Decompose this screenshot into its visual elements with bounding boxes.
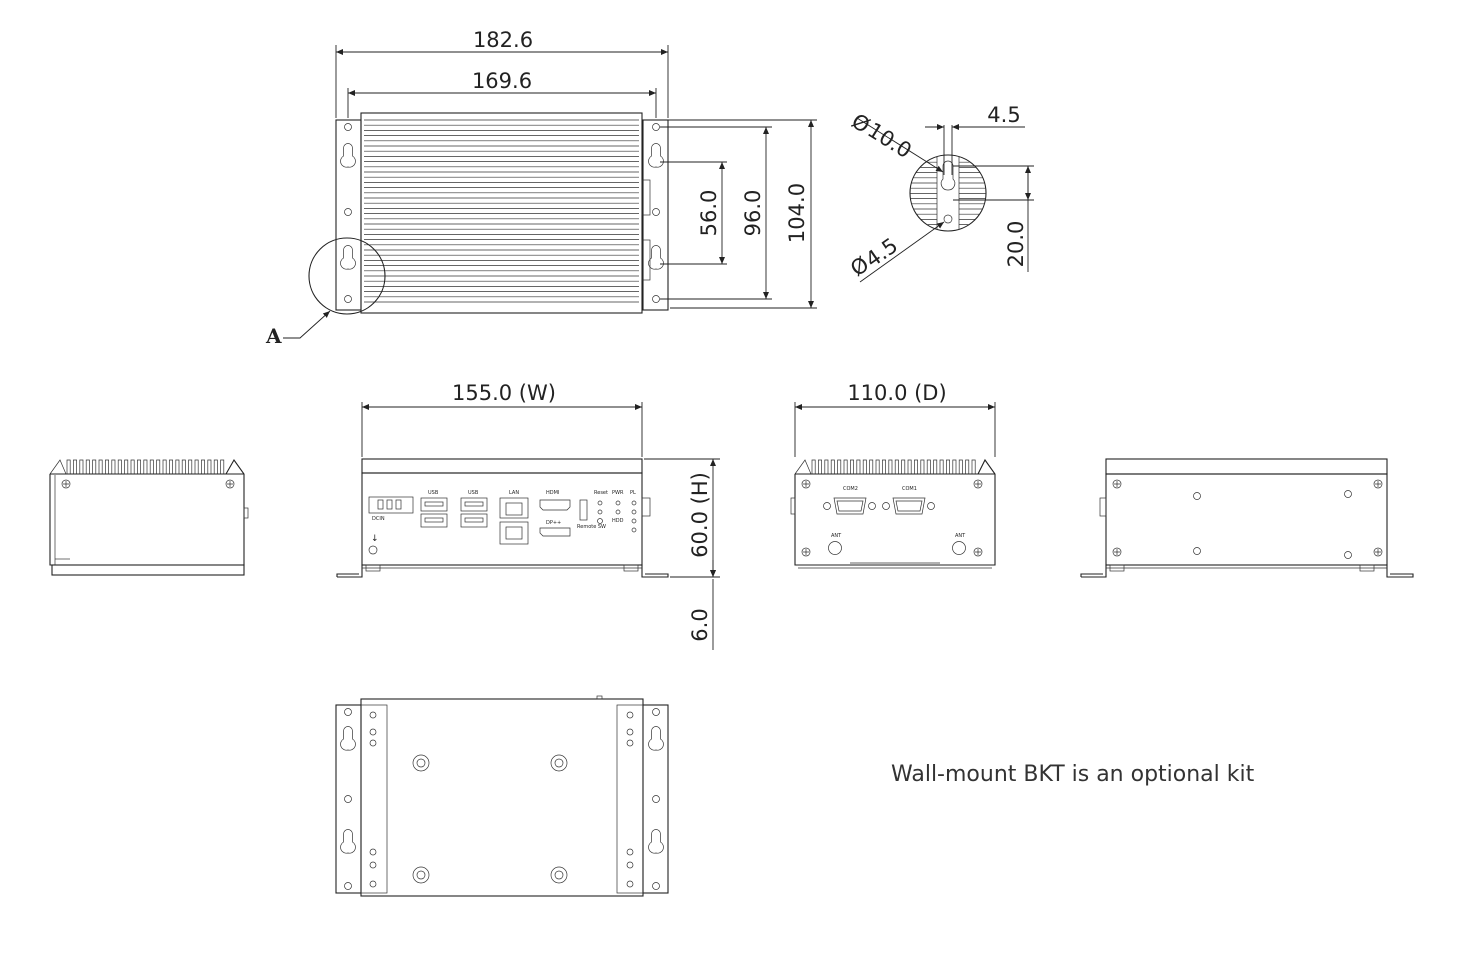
label-com1: COM1 xyxy=(902,486,917,492)
dim-width: 155.0 (W) xyxy=(452,381,556,405)
label-usb1: USB xyxy=(428,490,439,496)
dim-slot-spacing: 169.6 xyxy=(472,69,532,93)
dim-hole-dia: 10.0 xyxy=(863,118,915,163)
left-bracket xyxy=(335,119,362,311)
detail-label-a: A xyxy=(265,324,282,348)
label-usb2: USB xyxy=(468,490,479,496)
left-side-view xyxy=(49,458,249,576)
label-dp: DP++ xyxy=(546,520,561,526)
label-ant1: ANT xyxy=(831,533,842,539)
top-body xyxy=(360,112,643,314)
label-com2: COM2 xyxy=(843,486,858,492)
svg-text:↓: ↓ xyxy=(371,534,379,544)
dim-104: 104.0 xyxy=(785,183,809,243)
dim-depth: 110.0 (D) xyxy=(847,381,946,405)
dim-height: 60.0 (H) xyxy=(688,472,712,558)
detail-circle-a xyxy=(308,237,386,315)
dim-96: 96.0 xyxy=(741,190,765,237)
right-side-view xyxy=(1080,458,1414,578)
top-view: A 182.6 169.6 56.0 96.0 104.0 xyxy=(265,28,817,348)
bottom-view xyxy=(335,695,669,897)
dim-foot: 6.0 xyxy=(688,608,712,641)
rear-view: COM2 COM1 ANT ANT 110.0 (D) xyxy=(790,381,996,569)
label-hdd: HDD xyxy=(612,518,624,524)
dim-56: 56.0 xyxy=(697,190,721,237)
label-reset: Reset xyxy=(594,490,608,496)
dim-slot-width: 4.5 xyxy=(987,103,1020,127)
dim-slot-length: 20.0 xyxy=(1004,221,1028,268)
label-remote: Remote SW xyxy=(577,524,606,530)
label-ant2: ANT xyxy=(955,533,966,539)
label-pl: PL xyxy=(630,490,636,496)
label-lan: LAN xyxy=(509,490,519,496)
label-hdmi: HDMI xyxy=(546,490,559,496)
label-pwr: PWR xyxy=(612,490,624,496)
front-view: DCIN ↓ USB USB LAN HDMI DP++ Remote SW R… xyxy=(336,381,720,650)
detail-a-view: 4.5 Ø 10.0 Ø 4.5 20.0 xyxy=(846,103,1034,283)
dim-overall-width: 182.6 xyxy=(473,28,533,52)
label-dcin: DCIN xyxy=(372,516,385,522)
optional-kit-note: Wall-mount BKT is an optional kit xyxy=(891,762,1255,787)
